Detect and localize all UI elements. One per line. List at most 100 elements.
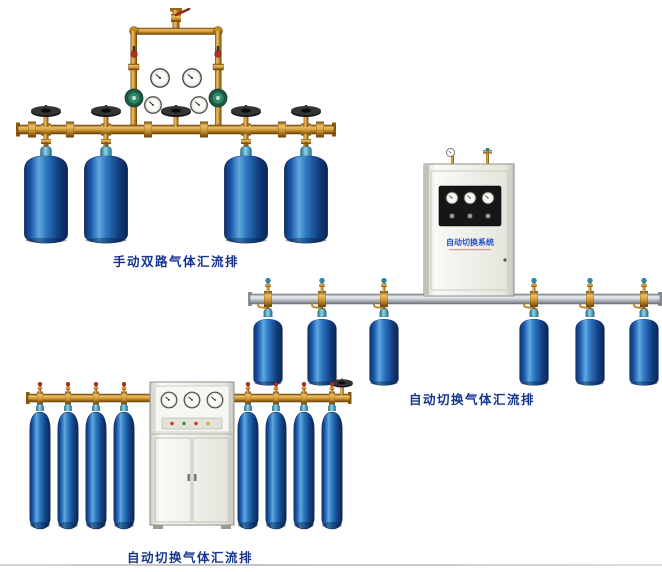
- indicator-light-red: [170, 421, 174, 426]
- pipe-coupling: [530, 291, 538, 307]
- gas-cylinder: [85, 411, 107, 530]
- gas-cylinder: [23, 155, 69, 244]
- gas-cylinder: [321, 411, 343, 530]
- top-header-pipe: [131, 27, 221, 35]
- valve-handwheel: [231, 105, 261, 127]
- drop-union: [101, 139, 111, 144]
- pipe-coupling: [380, 291, 388, 307]
- pipe-coupling: [144, 121, 152, 138]
- riser-valve: [318, 278, 326, 292]
- pressure-gauge: [190, 96, 208, 114]
- cylinder-cap: [100, 142, 112, 156]
- drop-union: [301, 139, 311, 144]
- cabinet-top-riser: [451, 150, 454, 164]
- product-figure-auto-switch-wall: 自动切换系统 自动切换气体汇流排: [248, 148, 662, 410]
- panel-gauge: [206, 391, 224, 409]
- right-shutoff-knob: [214, 50, 222, 58]
- manual-dual-manifold-illustration: [16, 7, 336, 244]
- cabinet-foot: [221, 525, 231, 529]
- drop-union: [241, 139, 251, 144]
- product-caption-auto-switch-wall: 自动切换气体汇流排: [408, 392, 535, 407]
- pressure-gauge: [144, 96, 162, 114]
- panel-gauge: [481, 191, 495, 205]
- panel-gauge: [160, 391, 178, 409]
- riser-valve: [586, 278, 594, 292]
- pipe-coupling: [264, 291, 272, 307]
- cylinder-bank: [253, 305, 659, 386]
- cabinet-foot: [153, 525, 163, 529]
- pipe-coupling: [28, 121, 36, 138]
- riser-valve: [264, 278, 272, 292]
- pipe-tee: [101, 123, 111, 136]
- gas-cylinder: [265, 411, 287, 530]
- inlet-valve-lever: [174, 7, 191, 17]
- gas-cylinder: [293, 411, 315, 530]
- right-union-nut: [212, 63, 224, 71]
- pipe-tee: [301, 123, 311, 136]
- product-caption-manual-dual: 手动双路气体汇流排: [112, 254, 239, 269]
- pipe-coupling: [640, 291, 648, 307]
- gas-cylinder: [369, 318, 399, 386]
- pressure-regulator-right: [208, 88, 228, 108]
- bottom-divider: [0, 564, 662, 566]
- cylinder-drop-connections: [41, 134, 311, 148]
- cabinet-door-right: [192, 437, 230, 523]
- cabinet-door-left: [154, 437, 192, 523]
- auto-switch-manifold-illustration: 自动切换系统: [248, 148, 662, 386]
- pressure-gauge: [150, 68, 170, 88]
- product-figure-auto-switch-floor: 自动切换气体汇流排: [22, 376, 358, 566]
- drop-union: [41, 139, 51, 144]
- indicator-light-green: [182, 421, 186, 426]
- auto-switch-floor-manifold-illustration: [26, 378, 353, 530]
- cabinet-sub-label-line: [449, 249, 491, 251]
- indicator-panel: [161, 417, 223, 430]
- pressure-gauge: [182, 68, 202, 88]
- door-handle: [187, 474, 190, 481]
- pipe-tee: [241, 123, 251, 136]
- panel-knob: [467, 213, 473, 219]
- cabinet-side-shade: [424, 164, 429, 296]
- gas-cylinder: [237, 411, 259, 530]
- right-drop-pipe: [215, 31, 222, 128]
- left-shutoff-knob: [130, 50, 138, 58]
- cylinder-cap: [40, 142, 52, 156]
- gas-cylinder: [575, 318, 605, 386]
- inlet-valve-body: [171, 14, 181, 22]
- gas-cylinder: [629, 318, 659, 386]
- pipe-coupling: [278, 121, 286, 138]
- pipe-coupling: [66, 121, 74, 138]
- left-stem: [132, 46, 136, 51]
- pipe-coupling: [200, 121, 208, 138]
- cabinet-lock: [503, 258, 507, 262]
- panel-knob: [449, 213, 455, 219]
- panel-knob: [485, 213, 491, 219]
- gas-cylinder: [83, 155, 129, 244]
- gas-cylinder: [57, 411, 79, 530]
- gas-cylinder: [29, 411, 51, 530]
- product-caption-auto-switch-floor: 自动切换气体汇流排: [126, 550, 253, 565]
- left-drop-pipe: [130, 31, 137, 128]
- pressure-regulator-left: [124, 88, 144, 108]
- control-cabinet: 自动切换系统: [423, 148, 515, 297]
- pipe-tee: [41, 123, 51, 136]
- valve-handwheel: [91, 105, 121, 127]
- gas-cylinder: [113, 411, 135, 530]
- indicator-light-red: [194, 421, 198, 426]
- top-inlet-assembly: [128, 7, 224, 128]
- panel-gauge: [183, 391, 201, 409]
- cabinet-top-knob: [485, 148, 490, 152]
- cabinet-top-gauge: [446, 148, 455, 157]
- panel-gauge: [445, 191, 459, 205]
- panel-gauge: [463, 191, 477, 205]
- pipe-coupling: [318, 291, 326, 307]
- cabinet-body: [423, 163, 515, 297]
- indicator-light-amber: [206, 421, 210, 426]
- product-figure-manual-dual-manifold: 手动双路气体汇流排: [8, 6, 344, 270]
- cabinet-top-riser: [486, 152, 489, 164]
- riser-valve: [530, 278, 538, 292]
- valve-handwheel: [161, 105, 191, 127]
- valve-handwheels: [31, 105, 321, 127]
- control-cabinet-floor: [149, 381, 235, 529]
- pipe-coupling: [316, 121, 324, 138]
